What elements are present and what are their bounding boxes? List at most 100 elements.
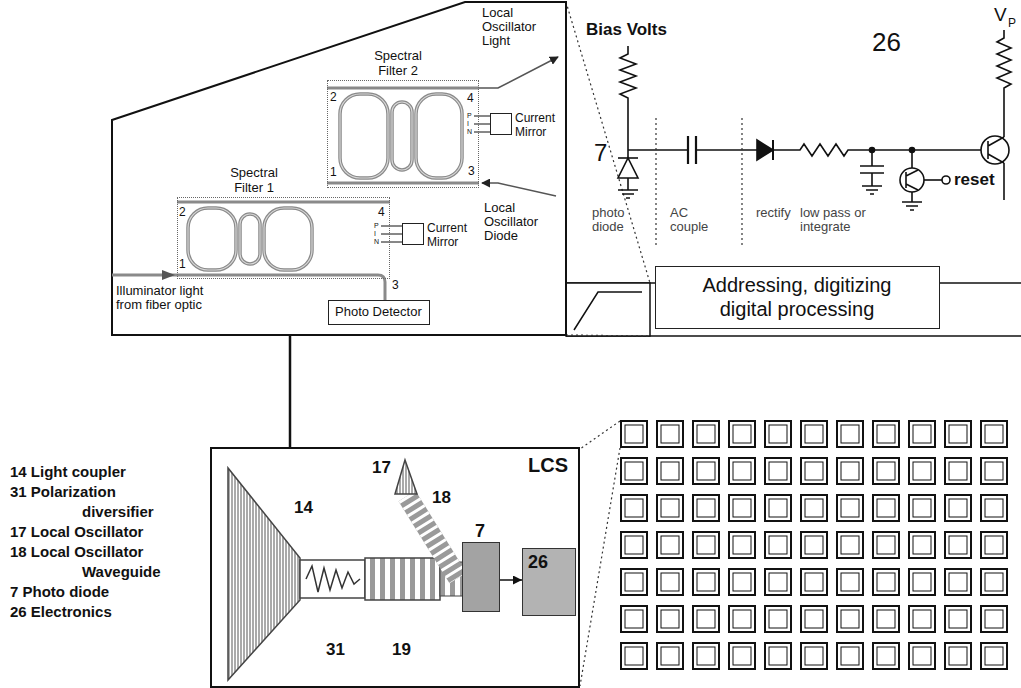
panel-title: LCS [528, 453, 568, 477]
resistor-symbol [620, 46, 636, 150]
signal-label: Local Oscillator Light [482, 6, 558, 48]
pin-wire [474, 124, 490, 125]
port-number: 3 [392, 279, 399, 292]
ring-core [188, 208, 236, 270]
pin-wire [474, 116, 490, 117]
inset-leader [289, 335, 292, 447]
callout-number: 17 [372, 458, 391, 477]
pixel-array [620, 420, 1016, 679]
key-item: 17 Local Oscillator [10, 522, 182, 542]
stage-divider [655, 118, 656, 248]
bus-waveguide [327, 87, 479, 90]
spectral-filter: Spectral Filter 1 [177, 197, 390, 279]
mirror-label: Current Mirror [515, 111, 565, 139]
light-arrow [482, 183, 556, 196]
transistor-symbol [988, 137, 1004, 163]
ring-resonator [416, 94, 462, 178]
local-oscillator-waveguide [407, 496, 458, 578]
callout-number: 19 [392, 640, 411, 659]
signal-label: Illuminator light from fiber optic [116, 284, 226, 312]
inset-outline [112, 2, 566, 335]
port-number: 4 [378, 206, 385, 219]
port-number: 2 [330, 91, 337, 104]
detector-label: Photo Detector [335, 304, 423, 320]
key-item: 7 Photo diode [10, 582, 182, 602]
ring-core [264, 208, 312, 270]
pin-wire [474, 132, 490, 133]
bus-waveguide [327, 182, 479, 185]
signal-label: Bias Volts [586, 20, 667, 39]
capacitor-symbol [688, 136, 696, 164]
callout-number: 7 [594, 140, 607, 166]
light-arrow [479, 57, 558, 88]
wire [1003, 163, 1005, 200]
key-item: 18 Local Oscillator Waveguide [10, 542, 182, 582]
stage-label: rectify [756, 206, 791, 220]
callout-number: 26 [523, 549, 575, 575]
polarization-diversifier [306, 566, 360, 592]
pin-wire [381, 242, 402, 243]
transistor-symbol [900, 168, 924, 192]
ring-core [392, 102, 412, 170]
ground-symbol [618, 178, 638, 198]
filter-title: Spectral Filter 1 [222, 165, 286, 195]
port-number: 1 [179, 258, 186, 271]
ring-resonator [392, 102, 412, 170]
terminal-symbol [942, 176, 950, 184]
ring-resonator [340, 94, 388, 178]
callout-number: 14 [294, 498, 313, 517]
port-number: 2 [179, 206, 186, 219]
junction-dot [870, 148, 875, 153]
light-coupler [228, 468, 300, 680]
wire [696, 149, 757, 151]
pin-label: P [374, 222, 379, 230]
pin-label: N [467, 128, 472, 136]
signal-subscript: P [1008, 17, 1016, 30]
ring-core [340, 94, 388, 178]
transistor-symbol [981, 136, 1009, 164]
port-number: 4 [467, 92, 474, 105]
ring-resonator [188, 208, 236, 270]
wire [924, 179, 942, 181]
current-mirror: Current Mirror [402, 223, 424, 245]
signal-label: V [994, 4, 1007, 25]
pin-wire [381, 234, 402, 235]
photo-detector: Photo Detector [328, 300, 430, 325]
bus-waveguide [177, 201, 390, 204]
filter-title: Spectral Filter 2 [366, 48, 430, 78]
grating-section [365, 558, 440, 600]
wire [628, 149, 688, 151]
photodiode-block: 7 [462, 542, 500, 612]
zoom-line [580, 421, 620, 449]
photodiode-symbol [618, 158, 638, 178]
callout-number: 26 [872, 28, 901, 57]
mirror-label: Current Mirror [427, 221, 477, 249]
port-number: 1 [330, 166, 337, 179]
stage-label: low pass or integrate [800, 206, 884, 234]
current-mirror: Current Mirror [490, 113, 512, 135]
pin-wire [381, 226, 402, 227]
pin-label: I [467, 120, 469, 128]
stage-label: AC couple [670, 206, 722, 234]
transistor-symbol [906, 170, 918, 190]
callout-number: 18 [432, 488, 451, 507]
zoom-region-wire [574, 292, 642, 330]
zoom-line [566, 335, 650, 336]
signal-label: reset [954, 170, 995, 189]
electronics-block: 26 [522, 548, 576, 616]
processing-label: Addressing, digitizing digital processin… [682, 273, 912, 321]
callout-number: 31 [326, 640, 345, 659]
ring-resonator [240, 214, 260, 264]
polarization-diversifier [300, 560, 365, 598]
key-item: 14 Light coupler [10, 462, 182, 482]
ground-symbol [902, 192, 922, 210]
diode-symbol [757, 140, 773, 160]
capacitor-symbol [860, 150, 884, 194]
waveguides [112, 88, 479, 300]
light-arrow [162, 270, 175, 280]
processing-box: Addressing, digitizing digital processin… [655, 266, 940, 329]
pin-label: P [467, 112, 472, 120]
